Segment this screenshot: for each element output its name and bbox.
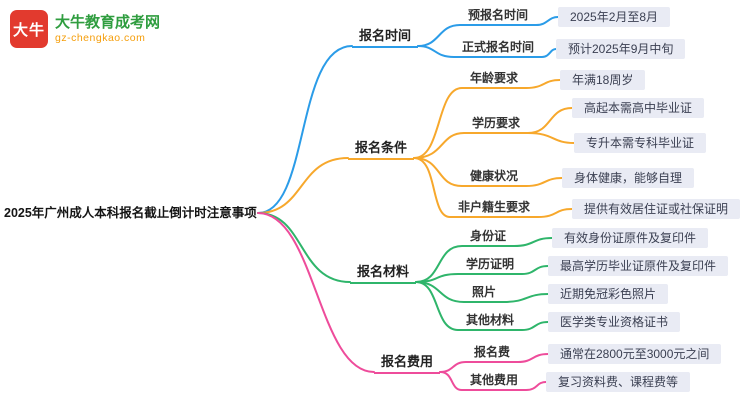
label-pre-registration-time[interactable]: 预报名时间	[460, 7, 536, 26]
root-node[interactable]: 2025年广州成人本科报名截止倒计时注意事项	[4, 206, 257, 220]
value-health-status[interactable]: 身体健康，能够自理	[562, 168, 695, 188]
value-nonlocal-requirement[interactable]: 提供有效居住证或社保证明	[572, 199, 741, 219]
label-photo[interactable]: 照片	[464, 284, 504, 303]
label-id-card[interactable]: 身份证	[462, 228, 514, 247]
logo-title: 大牛教育成考网	[55, 13, 161, 31]
label-education-requirement[interactable]: 学历要求	[464, 115, 528, 134]
label-age-requirement[interactable]: 年龄要求	[462, 70, 526, 89]
value-education-proof[interactable]: 最高学历毕业证原件及复印件	[548, 256, 729, 276]
label-registration-fee[interactable]: 报名费	[466, 344, 518, 363]
logo-subtitle: gz-chengkao.com	[55, 31, 146, 44]
label-other-fees[interactable]: 其他费用	[462, 372, 526, 391]
label-other-materials[interactable]: 其他材料	[458, 312, 522, 331]
value-registration-fee[interactable]: 通常在2800元至3000元之间	[548, 344, 722, 364]
label-official-registration-time[interactable]: 正式报名时间	[454, 39, 542, 58]
value-other-materials[interactable]: 医学类专业资格证书	[548, 312, 681, 332]
value-photo[interactable]: 近期免冠彩色照片	[548, 284, 669, 304]
branch-node-time[interactable]: 报名时间	[352, 26, 418, 48]
value-id-card[interactable]: 有效身份证原件及复印件	[552, 228, 709, 248]
value-official-registration-time[interactable]: 预计2025年9月中旬	[556, 39, 686, 59]
logo-icon: 大牛	[10, 10, 48, 48]
branch-node-material[interactable]: 报名材料	[350, 262, 416, 284]
value-education-gaoqiben[interactable]: 高起本需高中毕业证	[572, 98, 705, 118]
branch-node-fee[interactable]: 报名费用	[374, 352, 440, 374]
value-education-zhuanshengben[interactable]: 专升本需专科毕业证	[574, 133, 707, 153]
label-education-proof[interactable]: 学历证明	[458, 256, 522, 275]
label-health-status[interactable]: 健康状况	[462, 168, 526, 187]
value-pre-registration-time[interactable]: 2025年2月至8月	[558, 7, 671, 27]
label-nonlocal-requirement[interactable]: 非户籍生要求	[450, 199, 538, 218]
site-logo[interactable]: 大牛 大牛教育成考网 gz-chengkao.com	[10, 10, 160, 48]
branch-node-condition[interactable]: 报名条件	[348, 138, 414, 160]
value-other-fees[interactable]: 复习资料费、课程费等	[546, 372, 691, 392]
logo-text: 大牛教育成考网 gz-chengkao.com	[55, 14, 160, 45]
value-age-requirement[interactable]: 年满18周岁	[560, 70, 646, 90]
